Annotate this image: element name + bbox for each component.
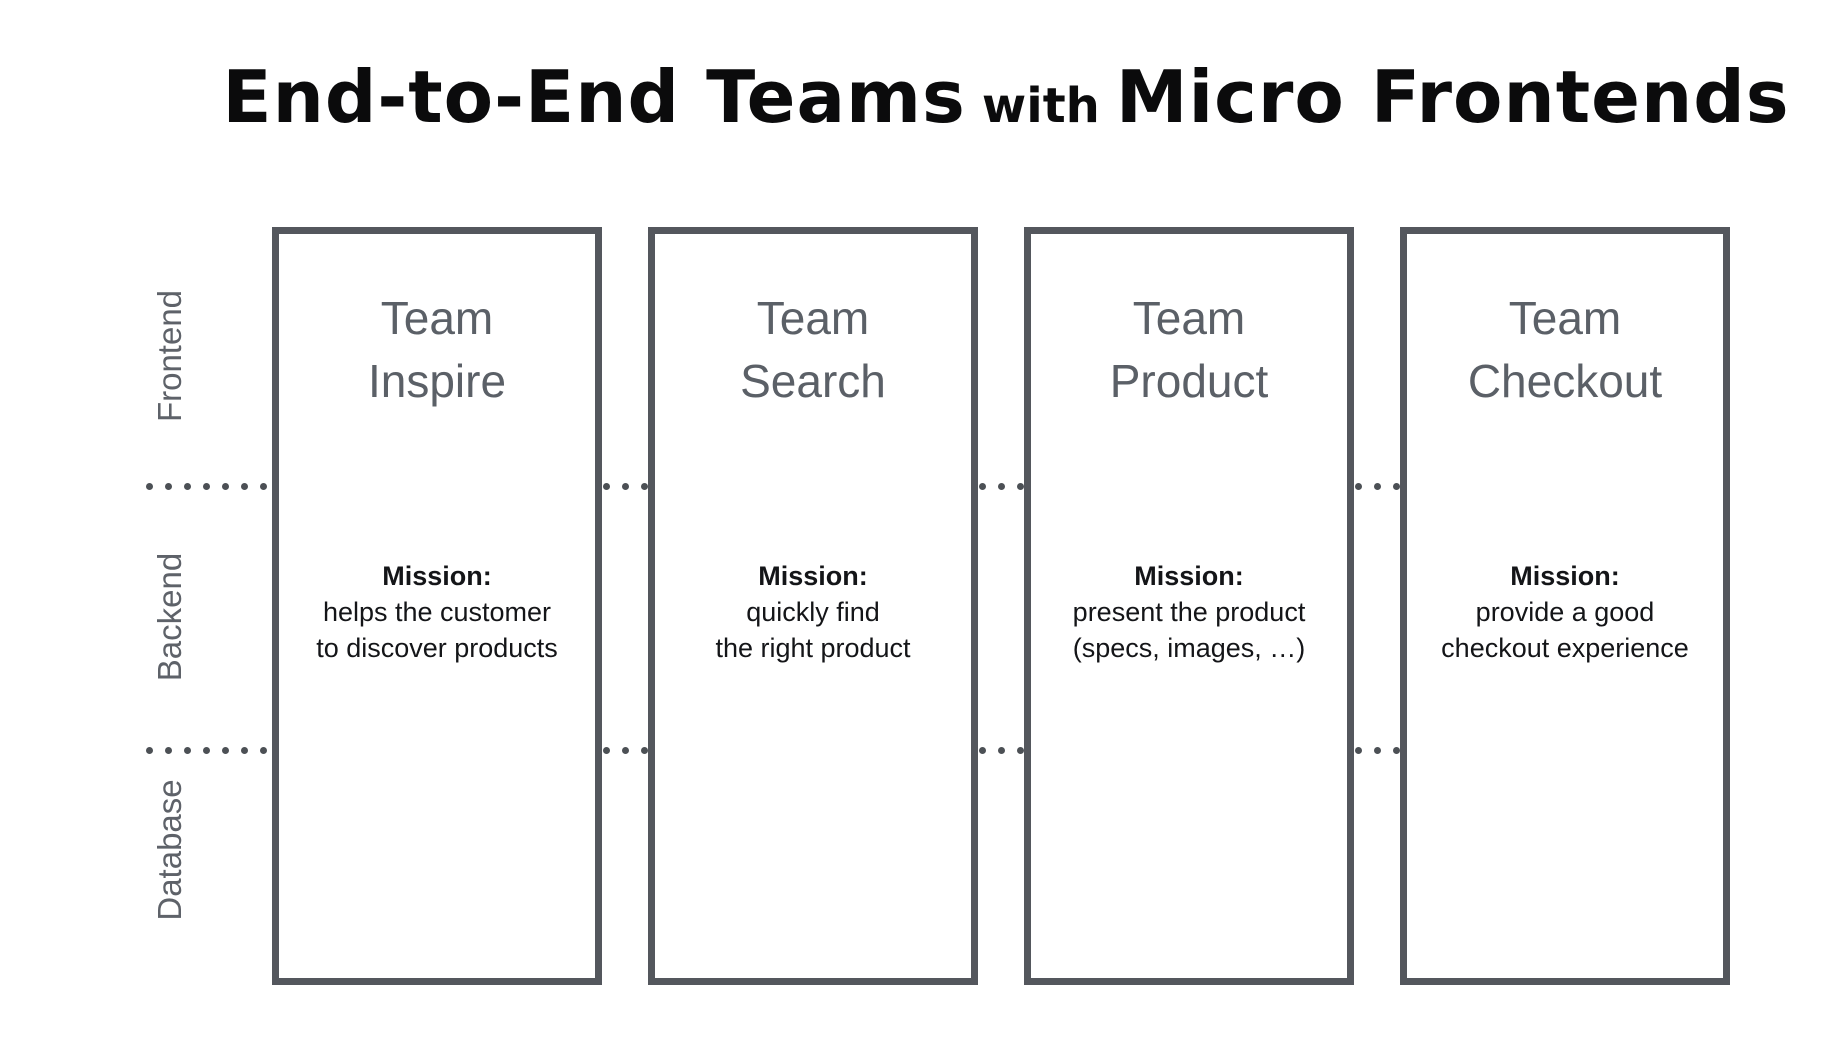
separator-dot — [641, 747, 648, 754]
team-box-search: Team Search Mission: quickly find the ri… — [648, 227, 978, 985]
team-mission: Mission: helps the customer to discover … — [279, 558, 595, 666]
mission-label: Mission: — [1134, 561, 1244, 591]
separator-dot — [622, 747, 629, 754]
separator-dot — [641, 483, 648, 490]
team-name: Team Search — [655, 287, 971, 413]
separator-dot — [998, 747, 1005, 754]
layer-label-frontend: Frontend — [151, 289, 188, 423]
team-box-inspire: Team Inspire Mission: helps the customer… — [272, 227, 602, 985]
dotted-line-frontend-backend-left — [146, 483, 267, 490]
separator-dot — [622, 483, 629, 490]
separator-dot — [979, 483, 986, 490]
dotted-line-backend-database-gap2 — [979, 747, 1024, 754]
separator-dot — [203, 747, 210, 754]
separator-dot — [1355, 747, 1362, 754]
separator-dot — [165, 747, 172, 754]
team-box-checkout: Team Checkout Mission: provide a good ch… — [1400, 227, 1730, 985]
dotted-line-frontend-backend-gap3 — [1355, 483, 1400, 490]
mission-line2: checkout experience — [1441, 633, 1689, 663]
mission-line1: present the product — [1072, 597, 1306, 627]
separator-dot — [1393, 747, 1400, 754]
separator-dot — [241, 747, 248, 754]
mission-line1: helps the customer — [322, 597, 552, 627]
dotted-line-backend-database-left — [146, 747, 267, 754]
team-name: Team Checkout — [1407, 287, 1723, 413]
separator-dot — [603, 747, 610, 754]
title-emphasis: Micro Frontends — [1115, 55, 1790, 140]
team-name-line1: Team — [756, 292, 870, 344]
mission-line1: quickly find — [746, 597, 880, 627]
separator-dot — [1393, 483, 1400, 490]
separator-dot — [146, 483, 153, 490]
team-boxes-row: Team Inspire Mission: helps the customer… — [272, 227, 1730, 985]
separator-dot — [1017, 483, 1024, 490]
mission-label: Mission: — [758, 561, 868, 591]
separator-dot — [165, 483, 172, 490]
separator-dot — [603, 483, 610, 490]
team-name-line1: Team — [380, 292, 494, 344]
page-title: End-to-End Teams with Micro Frontends — [222, 51, 1789, 145]
title-lead: End-to-End Teams — [222, 55, 966, 140]
separator-dot — [241, 483, 248, 490]
separator-dot — [146, 747, 153, 754]
mission-label: Mission: — [382, 561, 492, 591]
mission-line2: to discover products — [316, 633, 558, 663]
layer-label-database: Database — [151, 779, 188, 921]
team-name-line2: Checkout — [1467, 355, 1663, 407]
separator-dot — [1374, 747, 1381, 754]
separator-dot — [203, 483, 210, 490]
mission-line2: (specs, images, …) — [1072, 633, 1306, 663]
team-name: Team Inspire — [279, 287, 595, 413]
team-name-line2: Product — [1109, 355, 1269, 407]
separator-dot — [184, 747, 191, 754]
separator-dot — [979, 747, 986, 754]
team-mission: Mission: quickly find the right product — [655, 558, 971, 666]
separator-dot — [998, 483, 1005, 490]
separator-dot — [1355, 483, 1362, 490]
mission-line1: provide a good — [1475, 597, 1655, 627]
team-mission: Mission: provide a good checkout experie… — [1407, 558, 1723, 666]
separator-dot — [1374, 483, 1381, 490]
team-name: Team Product — [1031, 287, 1347, 413]
mission-label: Mission: — [1510, 561, 1620, 591]
separator-dot — [1017, 747, 1024, 754]
separator-dot — [222, 483, 229, 490]
dotted-line-backend-database-gap1 — [603, 747, 648, 754]
layer-label-backend: Backend — [151, 552, 188, 682]
team-name-line2: Inspire — [367, 355, 507, 407]
team-name-line1: Team — [1508, 292, 1622, 344]
mission-line2: the right product — [715, 633, 911, 663]
dotted-line-frontend-backend-gap2 — [979, 483, 1024, 490]
separator-dot — [222, 747, 229, 754]
dotted-line-backend-database-gap3 — [1355, 747, 1400, 754]
title-connector: with — [981, 78, 1100, 135]
team-mission: Mission: present the product (specs, ima… — [1031, 558, 1347, 666]
separator-dot — [184, 483, 191, 490]
team-box-product: Team Product Mission: present the produc… — [1024, 227, 1354, 985]
dotted-line-frontend-backend-gap1 — [603, 483, 648, 490]
separator-dot — [260, 483, 267, 490]
separator-dot — [260, 747, 267, 754]
team-name-line1: Team — [1132, 292, 1246, 344]
team-name-line2: Search — [740, 355, 886, 407]
